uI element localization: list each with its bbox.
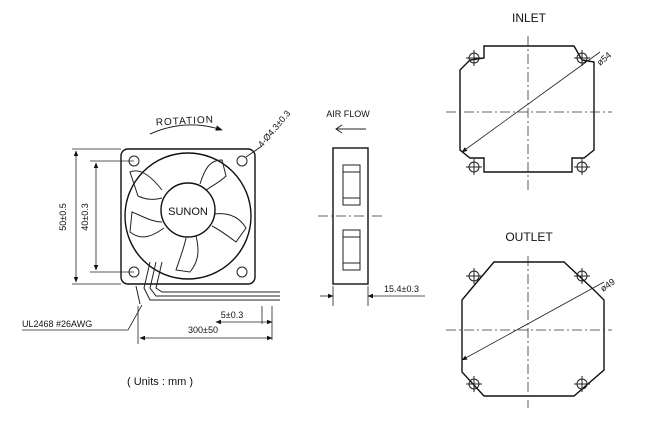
fan-hub bbox=[160, 182, 216, 238]
wiring-dimensions: UL2468 #26AWG 5±0.3 300±50 bbox=[22, 304, 273, 344]
depth-dim: 15.4±0.3 bbox=[384, 284, 419, 294]
strip-length-dim: 5±0.3 bbox=[221, 310, 243, 320]
side-view: AIR FLOW 15.4±0.3 bbox=[318, 109, 425, 306]
outlet-title: OUTLET bbox=[505, 230, 553, 244]
lead-length-dim: 300±50 bbox=[188, 325, 218, 335]
inlet-view: INLET ø54 bbox=[446, 11, 613, 190]
airflow-arrow-icon bbox=[335, 124, 366, 134]
units-note: ( Units : mm ) bbox=[127, 376, 193, 388]
outer-height-dim: 50±0.5 bbox=[58, 203, 68, 230]
front-dimension-lines bbox=[72, 148, 134, 285]
hole-pitch-dim: 40±0.3 bbox=[80, 203, 90, 230]
brand-label: SUNON bbox=[168, 206, 208, 218]
front-view: ROTATION SUNON 4-Ø4.3±0.3 bbox=[58, 108, 293, 305]
inlet-holes bbox=[466, 50, 590, 175]
outlet-holes bbox=[466, 268, 590, 392]
outlet-diameter-line bbox=[461, 281, 605, 361]
lead-wires bbox=[135, 261, 280, 305]
wire-spec: UL2468 #26AWG bbox=[22, 319, 92, 329]
inlet-outline bbox=[459, 45, 595, 173]
venturi-ring bbox=[124, 152, 252, 280]
airflow-label: AIR FLOW bbox=[326, 109, 370, 119]
inlet-diameter-dim: ø54 bbox=[595, 50, 613, 68]
hole-callout: 4-Ø4.3±0.3 bbox=[256, 108, 293, 149]
fan-frame bbox=[120, 148, 256, 285]
inlet-diameter-line bbox=[461, 51, 601, 153]
outlet-view: OUTLET ø49 bbox=[446, 230, 617, 408]
inlet-title: INLET bbox=[512, 11, 547, 25]
outlet-outline bbox=[461, 261, 605, 397]
fan-blades bbox=[129, 159, 247, 273]
rotation-arrow-icon bbox=[149, 124, 223, 135]
outlet-diameter-dim: ø49 bbox=[598, 277, 616, 294]
